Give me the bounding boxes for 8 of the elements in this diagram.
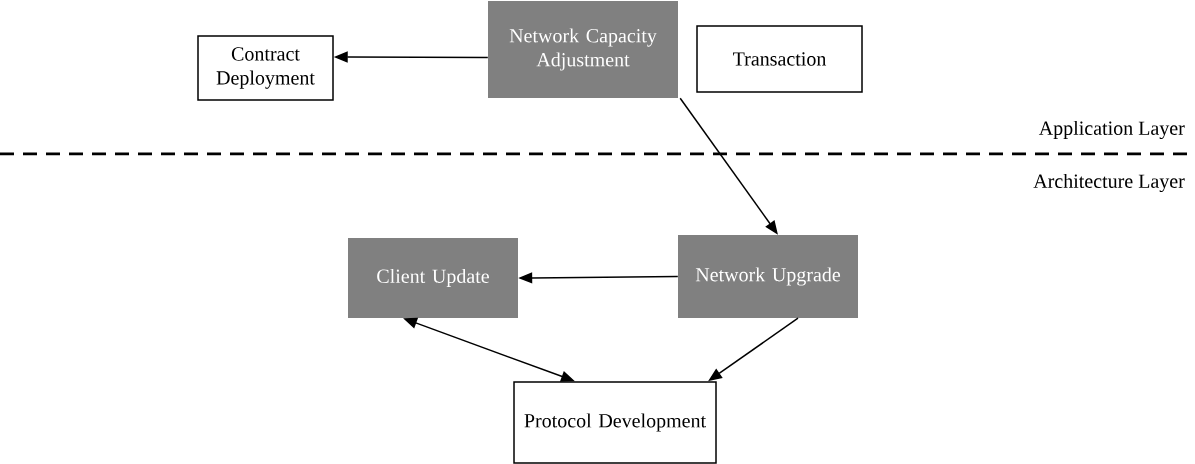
layer-label: Architecture Layer [1033,173,1185,193]
process-box: Protocol Development [513,381,717,464]
process-box: Contract Deployment [197,35,334,101]
layer-label: Application Layer [1038,120,1185,140]
process-box: Network Upgrade [678,235,858,318]
process-box: Client Update [348,238,518,318]
process-box: Network Capacity Adjustment [488,1,678,98]
process-box: Transaction [696,25,863,93]
